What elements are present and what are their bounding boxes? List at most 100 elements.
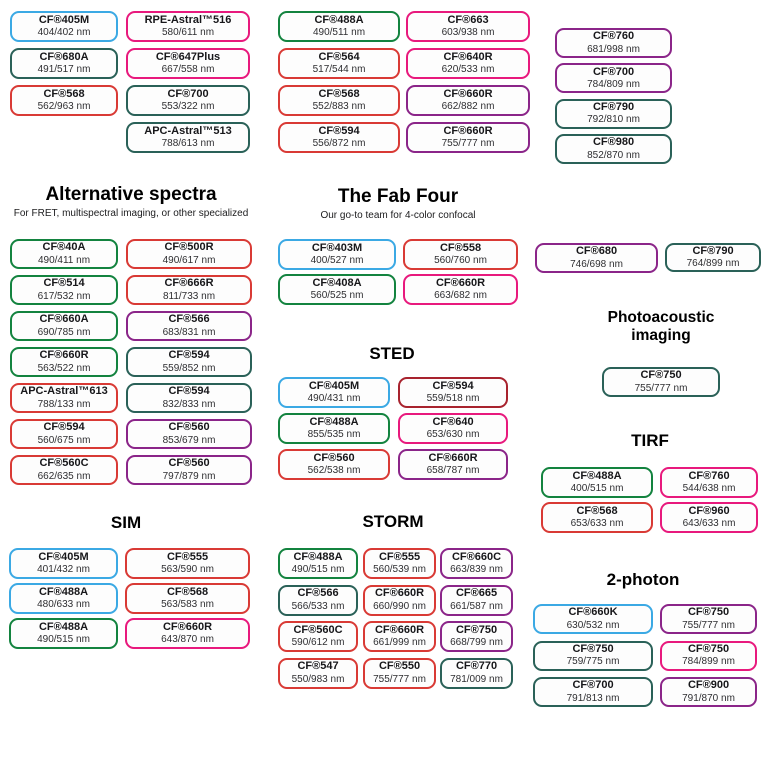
dye-name: CF®666R [164, 277, 214, 290]
dye-wavelengths: 660/990 nm [373, 600, 426, 612]
dye-wavelengths: 653/633 nm [570, 518, 624, 530]
dye-name: RPE-Astral™516 [144, 13, 232, 26]
dye-name: APC-Astral™513 [144, 124, 232, 137]
dye-name: CF®594 [43, 421, 85, 434]
dye-name: CF®500R [164, 241, 214, 254]
dye-name: CF®560 [168, 421, 210, 434]
dye-name: CF®680 [575, 245, 618, 258]
dye-name: CF®488A [314, 13, 364, 26]
dye-name: CF®960 [688, 504, 730, 517]
dye-name: CF®680A [39, 50, 89, 63]
dye-wavelengths: 662/635 nm [37, 470, 91, 482]
dye-name: CF®594 [318, 124, 360, 137]
dye-name: CF®750 [640, 369, 682, 382]
dye-wavelengths: 556/872 nm [312, 138, 366, 150]
section-title-storm: STORM [362, 512, 424, 531]
dye-name: CF®790 [592, 100, 635, 113]
dye-wavelengths: 590/612 nm [291, 637, 345, 649]
dye-wavelengths: 400/515 nm [570, 483, 624, 495]
dye-name: CF®660R [39, 349, 89, 362]
dye-name: CF®566 [168, 313, 210, 326]
dye-name: CF®568 [166, 585, 209, 598]
section-title-sim: SIM [110, 513, 142, 532]
dye-name: CF®488A [309, 415, 359, 428]
dye-wavelengths: 811/733 nm [162, 290, 216, 302]
dye-wavelengths: 490/411 nm [37, 254, 91, 266]
dye-wavelengths: 560/760 nm [434, 255, 487, 267]
dye-name: CF®488A [38, 620, 89, 633]
dye-name: CF®660C [451, 550, 502, 563]
dye-name: CF®547 [297, 660, 339, 673]
dye-name: CF®660R [374, 623, 425, 636]
dye-name: APC-Astral™613 [20, 385, 108, 398]
section-title-fab-four: The Fab Four [337, 186, 459, 207]
dye-wavelengths: 490/511 nm [312, 27, 366, 39]
dye-wavelengths: 559/518 nm [426, 393, 480, 405]
dye-name: CF®663 [447, 13, 489, 26]
dye-wavelengths: 490/515 nm [37, 634, 90, 646]
dye-wavelengths: 553/322 nm [161, 101, 215, 113]
dye-wavelengths: 630/532 nm [566, 619, 620, 631]
section-title-two-photon: 2-photon [606, 570, 680, 589]
dye-name: CF®555 [166, 550, 209, 563]
dye-name: CF®770 [455, 660, 498, 673]
dye-name: CF®514 [43, 277, 85, 290]
dye-wavelengths: 552/883 nm [312, 101, 366, 113]
dye-wavelengths: 643/870 nm [161, 634, 214, 646]
dye-name: CF®640 [432, 415, 474, 428]
dye-wavelengths: 661/999 nm [373, 637, 426, 649]
dye-wavelengths: 400/527 nm [310, 255, 364, 267]
dye-name: CF®560C [39, 457, 89, 470]
dye-name: CF®700 [592, 65, 635, 78]
dye-name: CF®594 [168, 385, 210, 398]
dye-name: CF®750 [687, 606, 730, 619]
dye-name: CF®488A [572, 469, 622, 482]
dye-name: CF®564 [318, 50, 360, 63]
dye-name: CF®594 [432, 379, 474, 392]
dye-name: CF®405M [38, 550, 89, 563]
dye-name: CF®488A [38, 585, 89, 598]
dye-wavelengths: 788/133 nm [37, 398, 91, 410]
dye-wavelengths: 788/613 nm [161, 138, 215, 150]
dye-wavelengths: 755/777 nm [634, 382, 688, 394]
dye-name: CF®660R [428, 451, 478, 464]
dye-name: CF®660R [435, 276, 486, 289]
dye-wavelengths: 663/682 nm [434, 290, 487, 302]
dye-name: CF®560 [313, 451, 355, 464]
dye-wavelengths: 681/998 nm [587, 43, 640, 55]
dye-wavelengths: 781/009 nm [450, 673, 503, 685]
dye-wavelengths: 566/533 nm [291, 600, 345, 612]
dye-wavelengths: 690/785 nm [37, 326, 91, 338]
dye-wavelengths: 559/852 nm [162, 362, 216, 374]
dye-name: CF®660R [443, 124, 493, 137]
dye-name: CF®558 [439, 241, 482, 254]
dye-name: CF®405M [308, 379, 360, 392]
section-title-tirf: TIRF [631, 431, 669, 450]
dye-wavelengths: 663/839 nm [450, 564, 503, 576]
